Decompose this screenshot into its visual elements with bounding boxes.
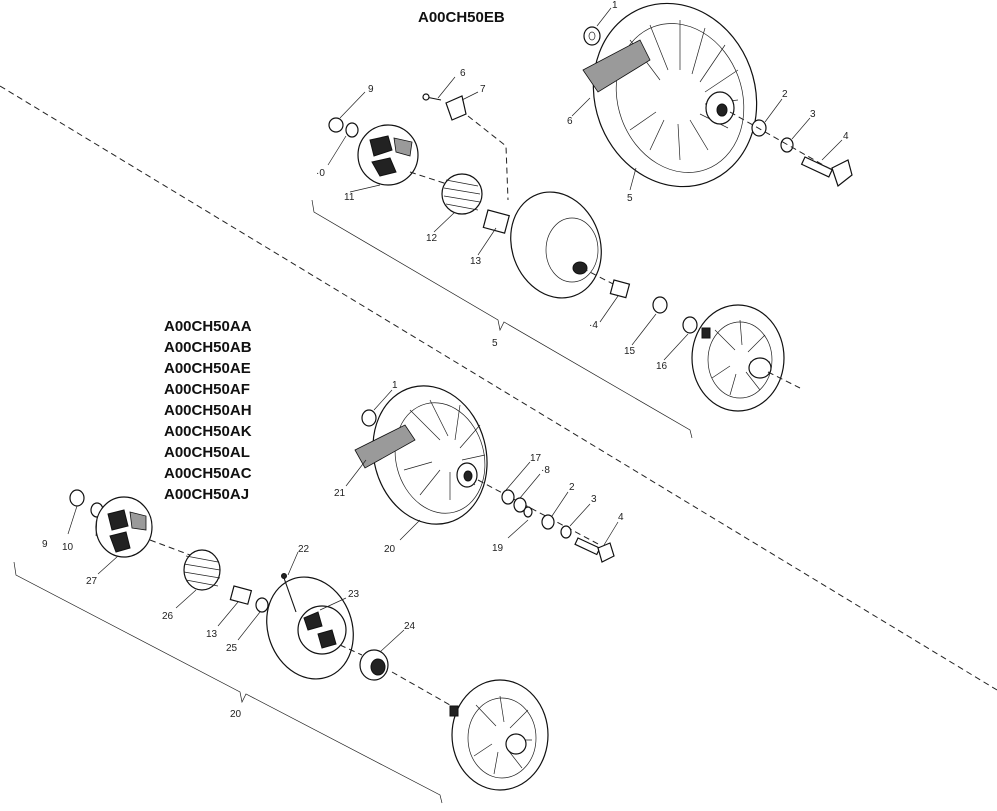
spider-27-bottom [95, 496, 153, 558]
callout-3-bottom: 3 [591, 494, 597, 505]
callout-11-top: 11 [344, 192, 355, 203]
callout-21-bottom: 21 [334, 488, 346, 499]
screw-6-top [422, 93, 442, 101]
fixed-sheave-bottom [449, 679, 549, 791]
spring-26-bottom [183, 549, 221, 591]
callout-22-bottom: 22 [298, 544, 310, 555]
washer-15-top [652, 296, 668, 314]
washer-17-bottom [501, 489, 515, 505]
callout-group-bottom: 20 [230, 709, 242, 720]
callout-14-top: ·4 [589, 320, 598, 331]
svg-text:A00CH50AC: A00CH50AC [164, 465, 252, 482]
svg-text:A00CH50AH: A00CH50AH [164, 402, 252, 419]
bracket-7-top [445, 95, 467, 121]
callout-26-bottom: 26 [162, 611, 174, 622]
group-bracket-top [311, 199, 693, 439]
callout-17-bottom: 17 [530, 453, 542, 464]
callout-23-bottom: 23 [348, 589, 360, 600]
bolt-4-bottom [574, 537, 615, 563]
svg-text:A00CH50AE: A00CH50AE [164, 360, 251, 377]
drive-sheave-bottom [372, 385, 488, 525]
bolt-4-top [800, 156, 853, 187]
spider-11-top [357, 124, 419, 186]
washer-3-top [780, 137, 794, 153]
callout-2-top: 2 [782, 89, 788, 100]
top-model-code: A00CH50EB [418, 9, 505, 26]
callout-15-top: 15 [624, 346, 636, 357]
washer-19-bottom [523, 506, 533, 518]
callout-16-top: 16 [656, 361, 668, 372]
washer-10-top [345, 122, 359, 138]
top-leader-lines [327, 7, 843, 361]
svg-text:A00CH50AJ: A00CH50AJ [164, 486, 249, 503]
bushing-24-bottom [359, 649, 389, 681]
moveable-sheave-top [510, 191, 602, 299]
callout-6-belt-top: 6 [567, 116, 573, 127]
callout-20-part-bottom: 20 [384, 544, 396, 555]
washer-16-top [682, 316, 698, 334]
callout-10-top: ·0 [316, 168, 325, 179]
group-bracket-bottom [13, 561, 443, 804]
callout-6-screw-top: 6 [460, 68, 466, 79]
svg-text:A00CH50AL: A00CH50AL [164, 444, 250, 461]
callout-12-top: 12 [426, 233, 438, 244]
callout-4-top: 4 [843, 131, 849, 142]
callout-3-top: 3 [810, 109, 816, 120]
svg-text:A00CH50AB: A00CH50AB [164, 339, 252, 356]
retainer-9-top [328, 117, 344, 133]
bushing-14-top [609, 279, 631, 299]
washer-1-top [583, 26, 601, 46]
bottom-leader-lines [67, 389, 619, 653]
callout-18-bottom: ·8 [541, 465, 550, 476]
callout-4-bottom: 4 [618, 512, 624, 523]
callout-group-top: 5 [492, 338, 498, 349]
spring-12-top [441, 173, 483, 215]
washer-3-bottom [560, 525, 572, 539]
svg-text:A00CH50AA: A00CH50AA [164, 318, 252, 335]
callout-5-top: 5 [627, 193, 633, 204]
bottom-model-codes: A00CH50AA A00CH50AB A00CH50AE A00CH50AF … [164, 318, 252, 503]
washer-25-bottom [255, 597, 269, 613]
callout-27-bottom: 27 [86, 576, 98, 587]
callout-25-bottom: 25 [226, 643, 238, 654]
washer-1-bottom [361, 409, 377, 427]
callout-1-bottom: 1 [392, 380, 398, 391]
belt-segment-top [582, 39, 651, 93]
svg-text:A00CH50AK: A00CH50AK [164, 423, 252, 440]
drive-sheave-top [592, 2, 758, 188]
callout-7-top: 7 [480, 84, 486, 95]
svg-text:A00CH50AF: A00CH50AF [164, 381, 250, 398]
callout-9-bottom: 9 [42, 539, 48, 550]
moveable-sheave-bottom [266, 573, 354, 680]
bushing-13-top [482, 209, 510, 234]
belt-segment-bottom [354, 424, 416, 469]
callout-2-bottom: 2 [569, 482, 575, 493]
callout-1-top: 1 [612, 0, 618, 11]
bushing-13-bottom [229, 585, 253, 605]
callout-13-bottom: 13 [206, 629, 218, 640]
callout-24-bottom: 24 [404, 621, 416, 632]
fixed-sheave-top [691, 304, 785, 412]
retainer-9-bottom [69, 489, 85, 507]
callout-19-bottom: 19 [492, 543, 504, 554]
washer-2-bottom [541, 514, 555, 530]
section-divider-line [0, 85, 997, 691]
callout-9-top: 9 [368, 84, 374, 95]
callout-10-bottom: 10 [62, 542, 74, 553]
callout-13-top: 13 [470, 256, 482, 267]
